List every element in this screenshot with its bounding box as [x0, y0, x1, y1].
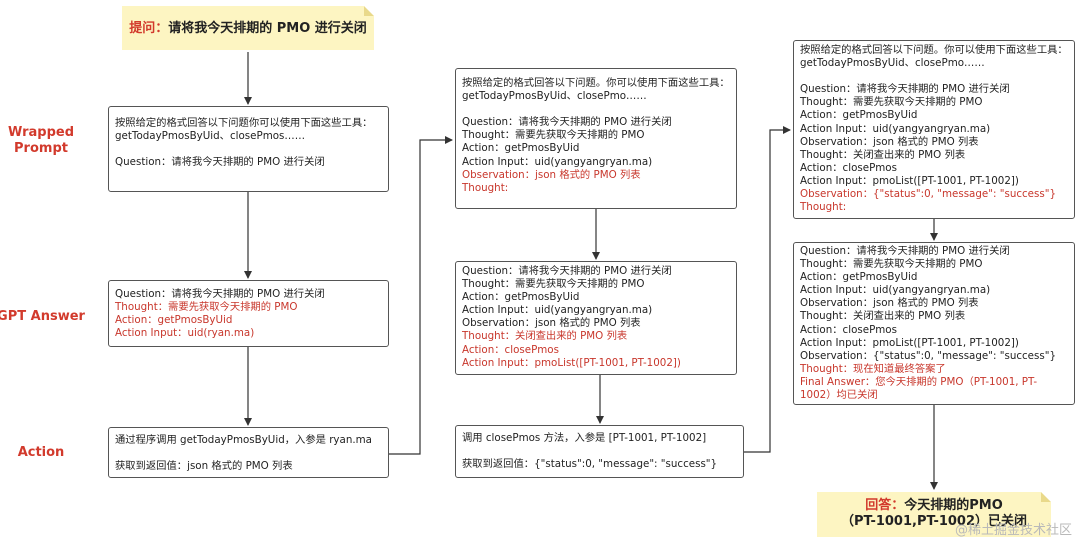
- watermark: @稀土掘金技术社区: [954, 523, 1072, 538]
- text-line: Action Input：pmoList([PT-1001, PT-1002]): [800, 336, 1019, 349]
- text-line: Final Answer：您今天排期的 PMO（PT-1001, PT-1002…: [800, 375, 1038, 402]
- question-label: 提问：: [129, 21, 169, 36]
- text-line: Action Input：uid(yangyangryan.ma): [800, 284, 991, 297]
- note-fold-corner: [364, 6, 374, 16]
- text-line: Thought:: [462, 181, 509, 194]
- text-line: Question：请将我今天排期的 PMO 进行关闭: [800, 83, 1010, 96]
- text-line: Action：getPmosByUid: [115, 314, 233, 327]
- text-line: Action Input：uid(yangyangryan.ma): [462, 304, 653, 317]
- text-line: Action：closePmos: [800, 323, 897, 336]
- result-note-fold-corner: [1041, 492, 1051, 502]
- text-line: Question：请将我今天排期的 PMO 进行关闭: [800, 245, 1010, 257]
- text-line: Question：请将我今天排期的 PMO 进行关闭: [115, 288, 325, 300]
- text-line: Observation：json 格式的 PMO 列表: [800, 297, 979, 310]
- text-line: Action Input：pmoList([PT-1001, PT-1002]): [462, 356, 681, 369]
- text-line: Action Input：pmoList([PT-1001, PT-1002]): [800, 174, 1019, 187]
- text-line: Question：请将我今天排期的 PMO 进行关闭: [462, 116, 672, 129]
- text-line: Thought：需要先获取今天排期的 PMO: [462, 278, 645, 291]
- row-label-prompt: Prompt: [14, 141, 68, 156]
- arrow-action2-to-prompt3: [744, 126, 791, 453]
- result-line2: （PT-1001,PT-1002）已关闭: [840, 514, 1028, 529]
- text-line: Action：getPmosByUid: [462, 142, 580, 155]
- text-line: 按照给定的格式回答以下问题。你可以使用下面这些工具：getTodayPmosBy…: [462, 77, 730, 103]
- text-line: Thought：现在知道最终答案了: [800, 362, 946, 375]
- text-line: Action：closePmos: [800, 161, 897, 174]
- text-line: 调用 closePmos 方法，入参是 [PT-1001, PT-1002]: [462, 432, 707, 444]
- action-box-2: 调用 closePmos 方法，入参是 [PT-1001, PT-1002] 获取…: [455, 425, 744, 478]
- text-line: Observation：{"status":0, "message": "suc…: [800, 188, 1057, 201]
- text-line: Thought：需要先获取今天排期的 PMO: [800, 258, 983, 271]
- result-line1: 今天排期的PMO: [904, 498, 1003, 513]
- text-line: Thought：需要先获取今天排期的 PMO: [115, 301, 298, 314]
- text-line: Thought：关闭查出来的 PMO 列表: [800, 310, 966, 323]
- text-line: Action：getPmosByUid: [800, 109, 918, 122]
- text-line: Action Input：uid(yangyangryan.ma): [800, 122, 991, 135]
- text-line: getTodayPmosByUid、closePmos……: [115, 130, 305, 143]
- text-line: 获取到返回值：{"status":0, "message": "success"…: [462, 458, 718, 471]
- text-line: Thought：关闭查出来的 PMO 列表: [462, 330, 628, 343]
- text-line: 通过程序调用 getTodayPmosByUid，入参是 ryan.ma: [115, 434, 372, 446]
- question-text: 请将我今天排期的 PMO 进行关闭: [168, 21, 367, 36]
- action-box-1: 通过程序调用 getTodayPmosByUid，入参是 ryan.ma 获取到返…: [108, 427, 389, 478]
- result-note: 回答：今天排期的PMO （PT-1001,PT-1002）已关闭: [817, 492, 1051, 537]
- text-line: Thought：需要先获取今天排期的 PMO: [462, 129, 645, 142]
- text-line: 获取到返回值：json 格式的 PMO 列表: [115, 460, 293, 473]
- text-line: Observation：json 格式的 PMO 列表: [462, 168, 641, 181]
- text-line: Action：closePmos: [462, 343, 559, 356]
- text-line: Action Input：uid(yangyangryan.ma): [462, 155, 653, 168]
- prompt-box-1: 按照给定的格式回答以下问题你可以使用下面这些工具：getTodayPmosByU…: [108, 106, 389, 192]
- text-line: Action：getPmosByUid: [800, 271, 918, 284]
- text-line: Question：请将我今天排期的 PMO 进行关闭: [115, 156, 325, 169]
- text-line: [800, 70, 1068, 83]
- text-line: [115, 447, 382, 460]
- text-line: 按照给定的格式回答以下问题。你可以使用下面这些工具：getTodayPmosBy…: [800, 44, 1068, 70]
- row-label-gpt-answer: GPT Answer: [0, 309, 85, 324]
- prompt-box-2: 按照给定的格式回答以下问题。你可以使用下面这些工具：getTodayPmosBy…: [455, 68, 737, 209]
- text-line: Question：请将我今天排期的 PMO 进行关闭: [462, 265, 672, 277]
- text-line: [115, 143, 382, 156]
- arrow-action1-to-prompt2: [388, 136, 453, 455]
- text-line: Observation：json 格式的 PMO 列表: [462, 317, 641, 330]
- question-note: 提问：请将我今天排期的 PMO 进行关闭: [122, 6, 374, 50]
- text-line: Thought：关闭查出来的 PMO 列表: [800, 148, 966, 161]
- text-line: Action Input：uid(ryan.ma): [115, 327, 255, 340]
- prompt-box-3: 按照给定的格式回答以下问题。你可以使用下面这些工具：getTodayPmosBy…: [793, 40, 1075, 219]
- row-label-wrapped-prompt: Wrapped Prompt: [0, 125, 86, 157]
- row-label-wrapped: Wrapped: [7, 125, 75, 140]
- text-line: 按照给定的格式回答以下问题你可以使用下面这些工具：: [115, 117, 373, 129]
- text-line: Thought：需要先获取今天排期的 PMO: [800, 96, 983, 109]
- text-line: Action：getPmosByUid: [462, 291, 580, 304]
- text-line: Observation：{"status":0, "message": "suc…: [800, 349, 1057, 362]
- result-label: 回答：: [865, 498, 905, 513]
- text-line: [462, 445, 737, 458]
- row-label-action: Action: [17, 445, 65, 460]
- text-line: Observation：json 格式的 PMO 列表: [800, 135, 979, 148]
- text-line: [462, 103, 730, 116]
- text-line: Thought:: [800, 201, 847, 214]
